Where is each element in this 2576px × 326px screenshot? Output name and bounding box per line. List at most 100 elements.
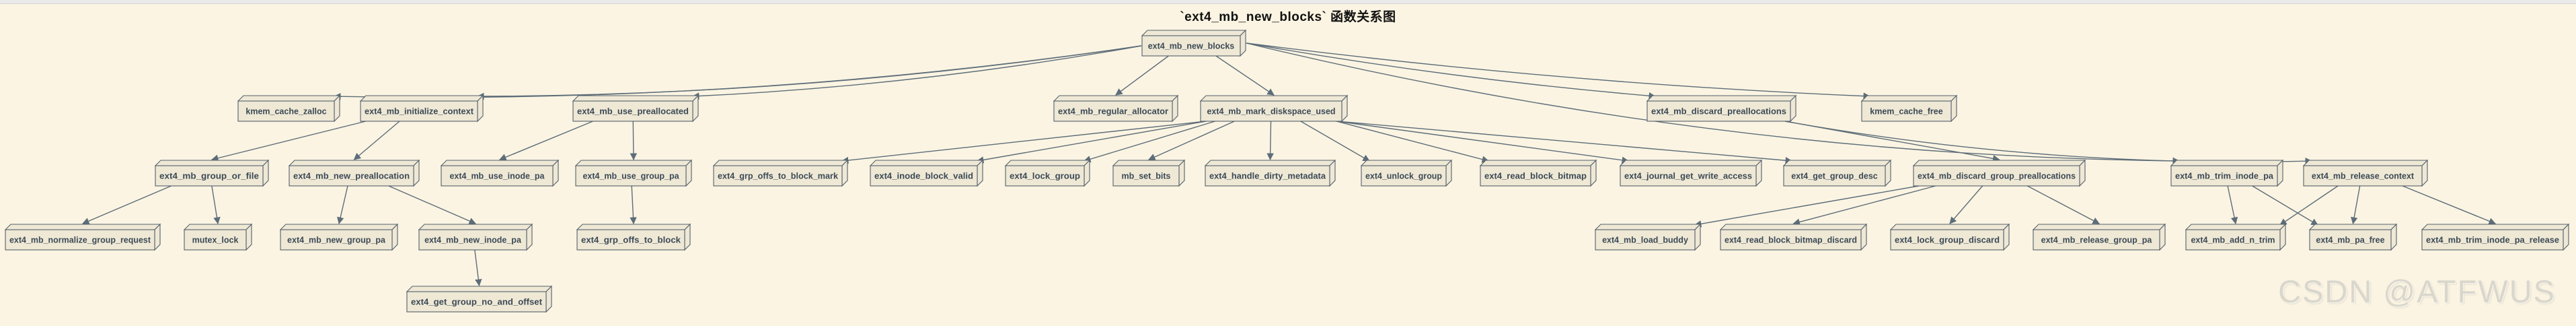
node-addntrim: ext4_mb_add_n_trim xyxy=(2185,223,2287,251)
node-getdesc: ext4_get_group_desc xyxy=(1782,159,1892,187)
node-face xyxy=(359,95,484,102)
node-face xyxy=(1004,160,1091,166)
node-newgrppa: ext4_mb_new_group_pa xyxy=(279,223,399,251)
node-label: ext4_mb_pa_free xyxy=(2316,236,2384,245)
node-grpoffsmark: ext4_grp_offs_to_block_mark xyxy=(712,159,849,187)
edge-triminode-addntrim xyxy=(2227,185,2238,225)
node-label: ext4_inode_block_valid xyxy=(874,172,973,181)
node-markdisk: ext4_mb_mark_diskspace_used xyxy=(1199,94,1349,123)
node-label: ext4_grp_offs_to_block xyxy=(581,236,681,245)
edge-triminode-pafree xyxy=(2252,185,2318,226)
node-face xyxy=(1720,229,1862,251)
node-readbitmap: ext4_read_block_bitmap xyxy=(1479,159,1597,187)
node-face xyxy=(441,165,554,187)
node-face xyxy=(1479,160,1597,166)
node-label: ext4_mb_add_n_trim xyxy=(2191,236,2275,245)
node-setbits: mb_set_bits xyxy=(1112,159,1186,187)
node-face xyxy=(1360,160,1453,166)
node-face xyxy=(713,165,843,187)
node-face xyxy=(4,224,161,230)
node-face xyxy=(572,95,699,102)
node-face xyxy=(1595,229,1696,251)
node-label: ext4_get_group_desc xyxy=(1791,172,1878,181)
node-face xyxy=(440,160,560,166)
node-label: ext4_mb_new_inode_pa xyxy=(424,236,522,245)
edge-root-initctx xyxy=(476,45,1142,100)
node-label: ext4_mb_new_blocks xyxy=(1148,42,1235,51)
node-label: ext4_mb_new_preallocation xyxy=(293,172,410,181)
node-label: ext4_grp_offs_to_block_mark xyxy=(718,172,838,181)
node-face xyxy=(418,224,533,230)
node-usegroup: ext4_mb_use_group_pa xyxy=(574,159,693,187)
edge-discardgrp-loadbuddy xyxy=(1694,185,1920,228)
node-newinodepa: ext4_mb_new_inode_pa xyxy=(418,223,533,251)
node-label: ext4_read_block_bitmap_discard xyxy=(1725,236,1857,245)
node-mutex: mutex_lock xyxy=(183,223,253,251)
node-face xyxy=(1141,35,1241,57)
edge-useprealloc-usegroup xyxy=(630,121,638,161)
node-getgrpno: ext4_get_group_no_and_offset xyxy=(406,285,553,313)
node-newpre: ext4_mb_new_preallocation xyxy=(288,159,420,187)
node-face xyxy=(288,160,420,166)
edge-discardpre-relctx xyxy=(1784,121,2313,165)
node-triminode: ext4_mb_trim_inode_pa xyxy=(2170,159,2284,187)
node-label: ext4_mb_mark_diskspace_used xyxy=(1207,107,1335,117)
edge-relctx-pafree xyxy=(2351,185,2361,225)
node-face xyxy=(2303,165,2423,187)
node-zalloc: kmem_cache_zalloc xyxy=(237,94,341,123)
node-label: ext4_unlock_group xyxy=(1365,172,1442,181)
node-label: ext4_mb_use_group_pa xyxy=(582,172,679,181)
node-label: mutex_lock xyxy=(192,236,239,245)
edge-root-kcfree xyxy=(1246,42,1871,100)
edge-discardgrp-lockgrpdiscard xyxy=(1949,185,1983,224)
node-face xyxy=(1361,165,1447,187)
node-label: ext4_mb_discard_preallocations xyxy=(1651,107,1786,117)
node-face xyxy=(575,165,687,187)
node-face xyxy=(1646,95,1797,102)
node-face xyxy=(870,165,978,187)
page-title: `ext4_mb_new_blocks` 函数关系图 xyxy=(1180,10,1396,24)
edge-markdisk-getdesc xyxy=(1336,121,1793,164)
node-label: ext4_mb_group_or_file xyxy=(159,172,259,181)
edge-newinodepa-getgrpno xyxy=(474,249,482,287)
node-label: ext4_mb_regular_allocator xyxy=(1058,107,1168,117)
node-face xyxy=(1719,224,1868,230)
edge-markdisk-setbits xyxy=(1148,121,1235,160)
edge-relctx-addntrim xyxy=(2279,185,2339,226)
node-face xyxy=(1141,30,1247,36)
node-face xyxy=(572,100,693,122)
watermark: CSDN @ATFWUS xyxy=(2278,273,2556,309)
node-face xyxy=(1053,100,1173,122)
edge-initctx-newpre xyxy=(353,121,400,160)
node-face xyxy=(280,229,393,251)
node-face xyxy=(1913,165,2080,187)
node-label: ext4_get_group_no_and_offset xyxy=(411,298,543,307)
node-pafree: ext4_mb_pa_free xyxy=(2308,223,2398,251)
node-label: ext4_mb_initialize_context xyxy=(365,107,474,117)
node-face xyxy=(1860,95,1958,102)
node-face xyxy=(2170,165,2278,187)
node-relgrppa: ext4_mb_release_group_pa xyxy=(2032,223,2166,251)
node-face xyxy=(1594,224,1702,230)
node-face xyxy=(1005,165,1085,187)
node-label: mb_set_bits xyxy=(1122,172,1171,181)
edge-discardgrp-readbmdiscard xyxy=(1792,185,1936,226)
node-face xyxy=(183,224,253,230)
node-readbmdiscard: ext4_read_block_bitmap_discard xyxy=(1719,223,1868,251)
node-face xyxy=(1205,165,1330,187)
node-label: ext4_mb_normalize_group_request xyxy=(9,236,151,245)
node-face xyxy=(869,160,984,166)
node-normreq: ext4_mb_normalize_group_request xyxy=(4,223,161,251)
node-face xyxy=(360,100,478,122)
node-face xyxy=(1646,100,1791,122)
edge-root-regalloc xyxy=(1115,55,1169,96)
node-face xyxy=(576,229,685,251)
node-face xyxy=(1480,165,1591,187)
node-face xyxy=(2302,160,2429,166)
node-grpfile: ext4_mb_group_or_file xyxy=(154,159,270,187)
node-face xyxy=(2185,224,2287,230)
node-face xyxy=(1199,95,1349,102)
node-label: ext4_mb_trim_inode_pa_release xyxy=(2426,236,2559,245)
node-inodevalid: ext4_inode_block_valid xyxy=(869,159,984,187)
edge-newpre-newgrppa xyxy=(337,185,348,225)
